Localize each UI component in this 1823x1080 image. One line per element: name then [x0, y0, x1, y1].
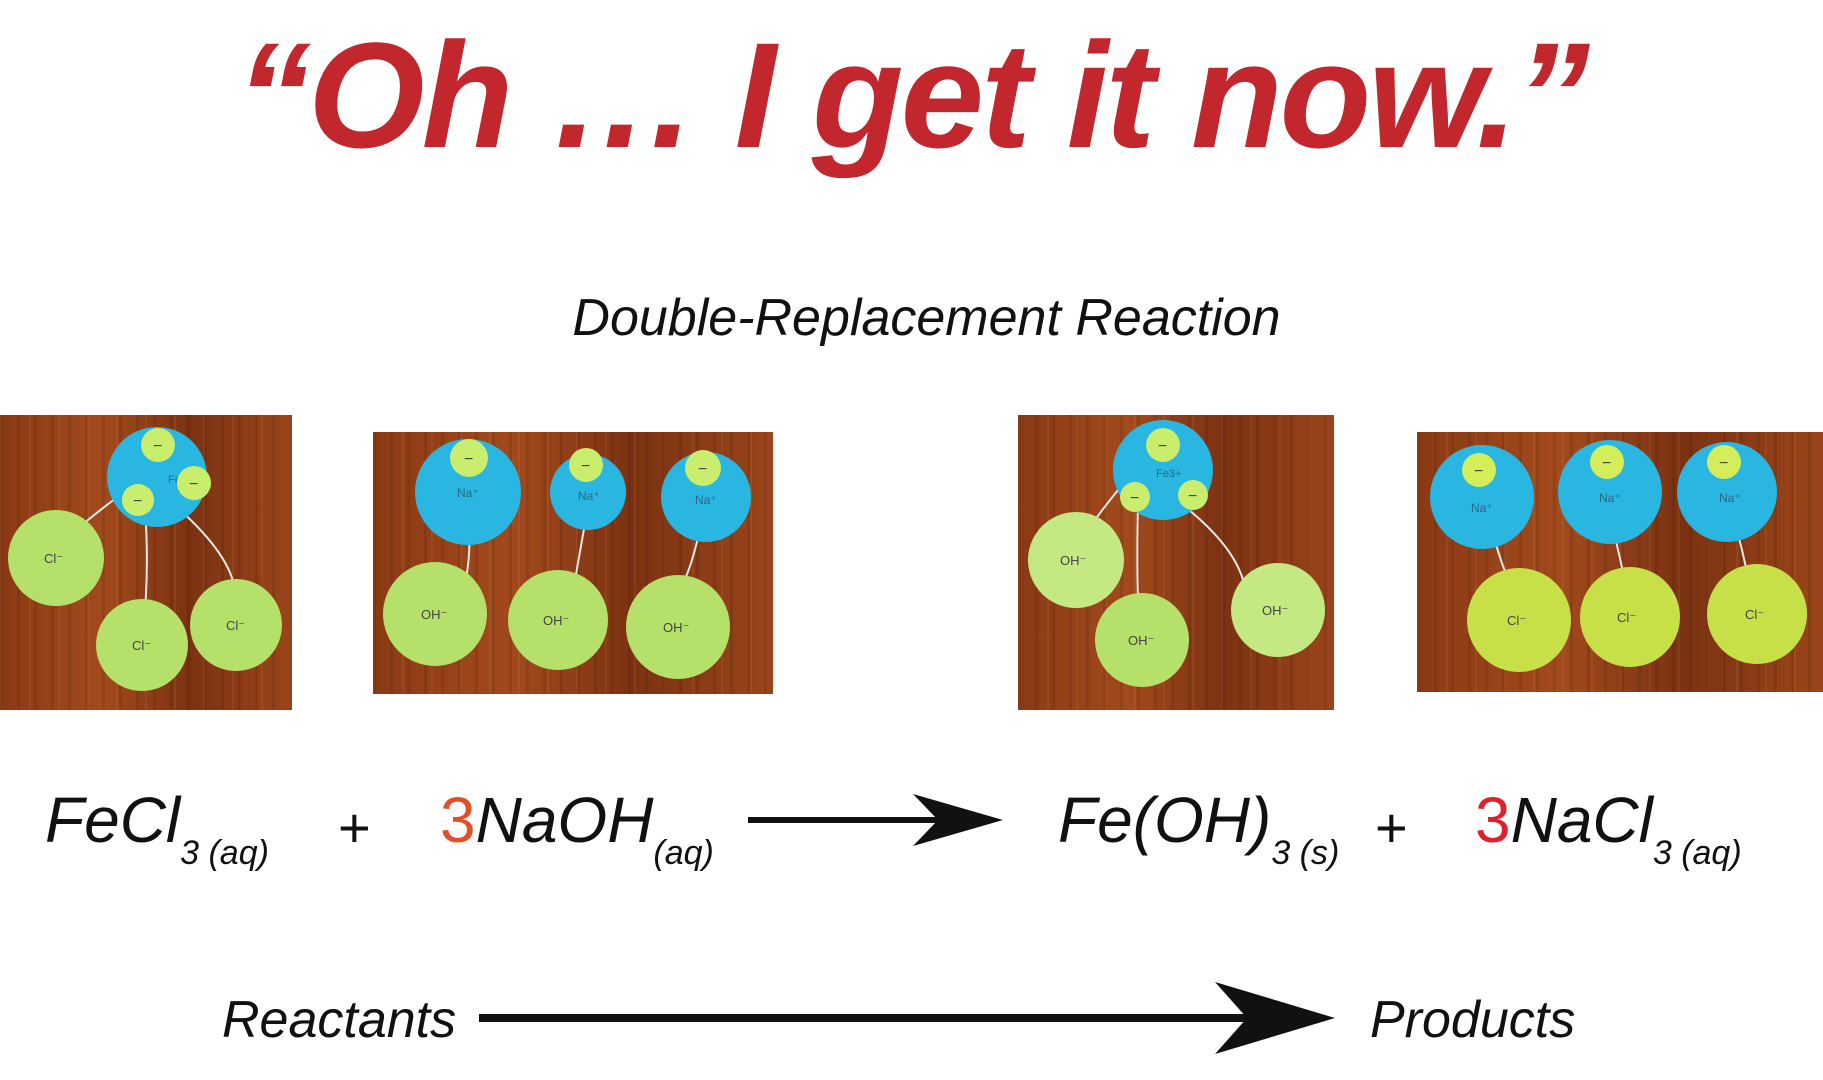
- svg-text:Cl⁻: Cl⁻: [226, 618, 245, 633]
- cl-anion-disc: [8, 510, 104, 606]
- svg-text:OH⁻: OH⁻: [1262, 603, 1288, 618]
- svg-text:−: −: [1602, 455, 1611, 472]
- svg-text:Na⁺: Na⁺: [578, 489, 600, 503]
- naoh-formula: NaOH: [475, 784, 654, 856]
- diagram-subtitle: Double-Replacement Reaction: [572, 289, 1281, 347]
- nacl-coefficient: 3: [1475, 784, 1511, 856]
- svg-text:Cl⁻: Cl⁻: [1507, 613, 1526, 628]
- reactants-to-products-arrow: [479, 982, 1335, 1054]
- svg-text:Cl⁻: Cl⁻: [1617, 610, 1636, 625]
- naoh-coefficient: 3: [440, 784, 476, 856]
- svg-text:OH⁻: OH⁻: [663, 620, 689, 635]
- svg-text:−: −: [698, 461, 707, 478]
- svg-text:−: −: [153, 438, 162, 455]
- svg-text:−: −: [1158, 438, 1167, 455]
- svg-text:OH⁻: OH⁻: [543, 613, 569, 628]
- svg-text:Na⁺: Na⁺: [1599, 491, 1621, 505]
- fecl3-subscript: 3 (aq): [180, 834, 269, 872]
- photo-fecl3-model: Fe3+ − − − Cl⁻ Cl⁻ Cl⁻: [0, 415, 292, 710]
- cl-anion-disc: [96, 599, 188, 691]
- photo-feoh3-model: Fe3+ − − − OH⁻ OH⁻ OH⁻: [1018, 415, 1334, 710]
- products-label: Products: [1370, 991, 1576, 1049]
- svg-text:Na⁺: Na⁺: [457, 486, 479, 500]
- plus-sign-products: +: [1375, 796, 1408, 859]
- photo-naoh-model: Na⁺ − OH⁻ Na⁺ − OH⁻ Na⁺ − OH⁻: [373, 432, 773, 694]
- svg-text:Cl⁻: Cl⁻: [1745, 607, 1764, 622]
- svg-text:Cl⁻: Cl⁻: [132, 638, 151, 653]
- plus-sign-reactants: +: [338, 796, 371, 859]
- svg-text:OH⁻: OH⁻: [1060, 553, 1086, 568]
- naoh-unit: Na⁺ − OH⁻: [626, 450, 751, 679]
- svg-text:OH⁻: OH⁻: [1128, 633, 1154, 648]
- svg-text:−: −: [133, 493, 142, 510]
- nacl-unit: Na⁺ − Cl⁻: [1558, 440, 1680, 667]
- naoh-unit: Na⁺ − OH⁻: [508, 448, 626, 670]
- svg-text:Fe3+: Fe3+: [1156, 468, 1181, 480]
- product-feoh3: Fe(OH)3 (s): [1058, 788, 1339, 888]
- naoh-subscript: (aq): [653, 834, 714, 872]
- reaction-arrow: [748, 794, 1003, 846]
- fecl3-formula: FeCl: [45, 784, 181, 856]
- svg-text:−: −: [1474, 463, 1483, 480]
- reactants-label: Reactants: [222, 991, 457, 1049]
- fecl3-model-drawing: Fe3+ − − − Cl⁻ Cl⁻ Cl⁻: [8, 427, 282, 691]
- svg-text:−: −: [581, 458, 590, 475]
- feoh3-formula: Fe(OH): [1058, 784, 1272, 856]
- photo-nacl-model: Na⁺ − Cl⁻ Na⁺ − Cl⁻ Na⁺ − Cl⁻: [1417, 432, 1823, 692]
- nacl-model-drawing: Na⁺ − Cl⁻ Na⁺ − Cl⁻ Na⁺ − Cl⁻: [1430, 440, 1807, 672]
- headline: “Oh … I get it now.”: [235, 11, 1590, 179]
- svg-text:−: −: [1188, 488, 1197, 505]
- svg-text:−: −: [464, 451, 473, 468]
- naoh-model-drawing: Na⁺ − OH⁻ Na⁺ − OH⁻ Na⁺ − OH⁻: [383, 439, 751, 679]
- nacl-unit: Na⁺ − Cl⁻: [1430, 445, 1571, 672]
- feoh3-subscript: 3 (s): [1271, 834, 1340, 872]
- svg-text:Na⁺: Na⁺: [695, 493, 717, 507]
- product-nacl: 3NaCl3 (aq): [1475, 788, 1742, 888]
- nacl-unit: Na⁺ − Cl⁻: [1677, 442, 1807, 664]
- nacl-formula: NaCl: [1510, 784, 1653, 856]
- naoh-unit: Na⁺ − OH⁻: [383, 439, 521, 666]
- svg-text:−: −: [1130, 490, 1139, 507]
- feoh3-model-drawing: Fe3+ − − − OH⁻ OH⁻ OH⁻: [1028, 420, 1325, 687]
- svg-text:Cl⁻: Cl⁻: [44, 551, 63, 566]
- reactant-fecl3: FeCl3 (aq): [45, 788, 269, 888]
- svg-text:Na⁺: Na⁺: [1471, 501, 1493, 515]
- cl-anion-disc: [190, 579, 282, 671]
- svg-text:−: −: [189, 476, 198, 493]
- nacl-subscript: 3 (aq): [1652, 834, 1742, 872]
- svg-text:Na⁺: Na⁺: [1719, 491, 1741, 505]
- svg-text:−: −: [1719, 455, 1728, 472]
- reactant-naoh: 3NaOH(aq): [440, 788, 714, 888]
- svg-text:OH⁻: OH⁻: [421, 607, 447, 622]
